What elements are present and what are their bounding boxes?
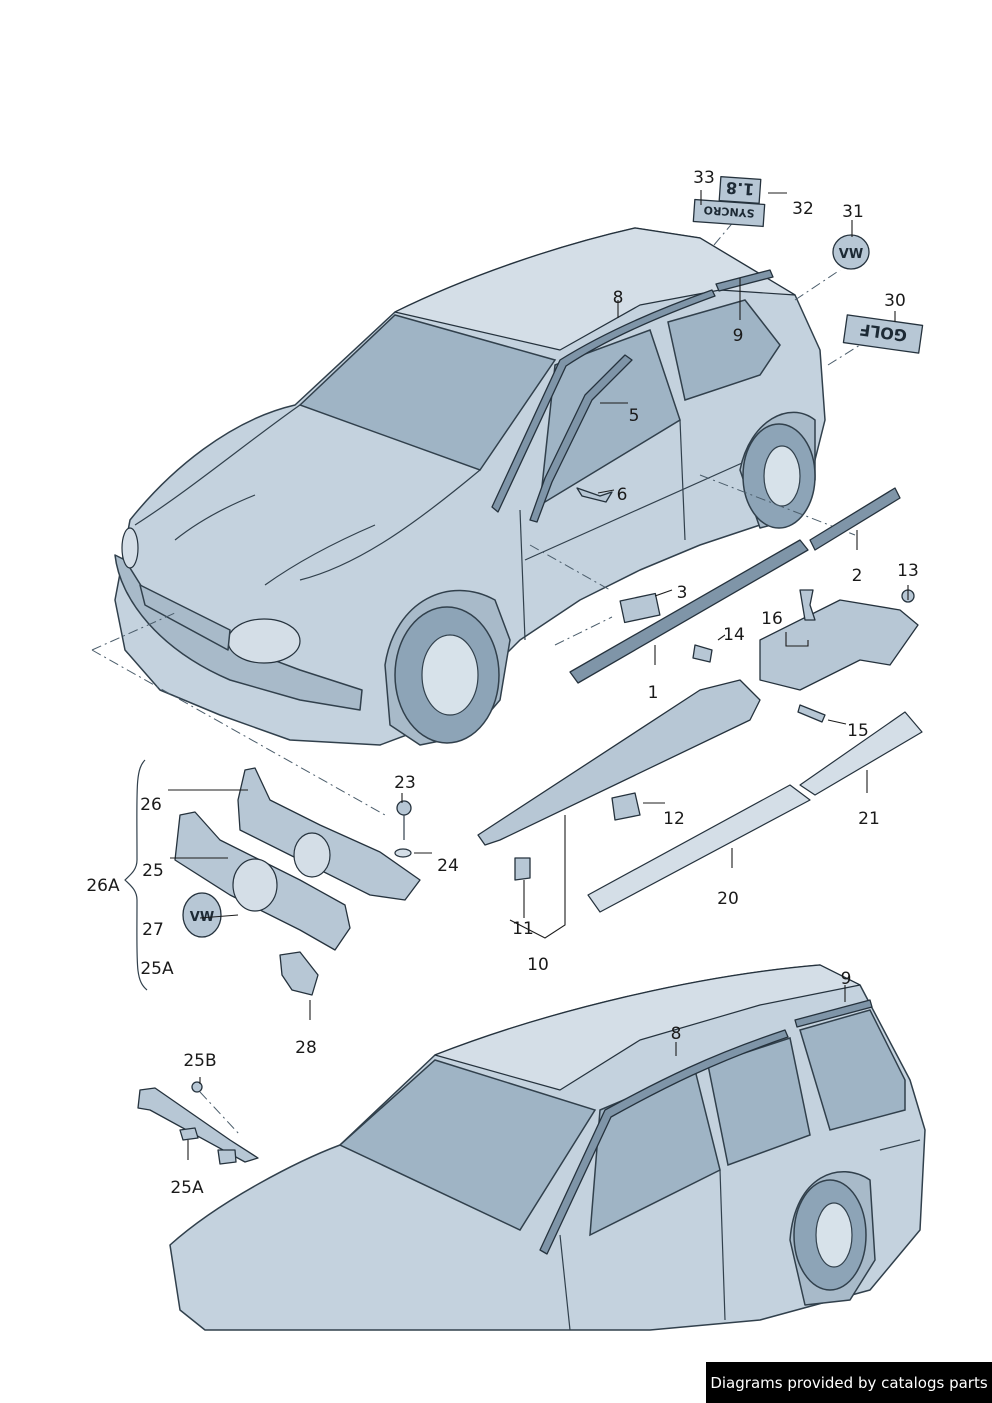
callout-25a-bracket: 25A [170, 1178, 204, 1198]
callout-11: 11 [512, 919, 534, 939]
grille-bracket-25a [137, 1081, 259, 1165]
callout-10: 10 [527, 955, 549, 975]
callout-9-bottom: 9 [841, 969, 852, 989]
callout-13: 13 [897, 561, 919, 581]
callout-23: 23 [394, 773, 416, 793]
callout-25: 25 [142, 861, 164, 881]
side-mouldings [569, 487, 901, 684]
svg-text:VW: VW [839, 247, 863, 262]
svg-text:1.8: 1.8 [725, 178, 755, 199]
svg-text:SYNCRO: SYNCRO [703, 203, 755, 220]
callout-20: 20 [717, 889, 739, 909]
callout-26a: 26A [86, 876, 120, 896]
callout-5: 5 [629, 406, 640, 426]
displacement-badge: 1.8 [718, 175, 762, 205]
rear-badges: 1.8 SYNCRO VW GOLF [692, 175, 924, 354]
catalog-watermark: Diagrams provided by catalogs parts [706, 1362, 992, 1403]
vw-front-logo: VW [182, 892, 222, 938]
estate-car-illustration [169, 964, 926, 1331]
leader-lines [168, 190, 909, 1160]
callout-28: 28 [295, 1038, 317, 1058]
callout-8-bottom: 8 [671, 1024, 682, 1044]
syncro-badge: SYNCRO [692, 198, 766, 228]
grille-assembly: VW [124, 759, 421, 996]
callout-33: 33 [693, 168, 715, 188]
callout-21: 21 [858, 809, 880, 829]
callout-12: 12 [663, 809, 685, 829]
hatchback-car-illustration [91, 219, 861, 816]
callout-25b: 25B [183, 1051, 216, 1071]
callout-31: 31 [842, 202, 864, 222]
callout-9-top: 9 [733, 326, 744, 346]
callout-27: 27 [142, 920, 164, 940]
callout-32: 32 [792, 199, 814, 219]
callout-1: 1 [648, 683, 659, 703]
callout-3: 3 [677, 583, 688, 603]
golf-badge: GOLF [842, 314, 924, 354]
callout-15: 15 [847, 721, 869, 741]
callout-25a-grille: 25A [140, 959, 174, 979]
callout-6: 6 [617, 485, 628, 505]
callout-26: 26 [140, 795, 162, 815]
sill-panel-parts [477, 589, 923, 913]
callout-24: 24 [437, 856, 459, 876]
callout-8-top: 8 [613, 288, 624, 308]
callout-14: 14 [723, 625, 745, 645]
callout-numbers: 1 2 3 5 6 8 9 10 11 12 13 14 15 16 20 21… [86, 168, 918, 1198]
callout-2: 2 [852, 566, 863, 586]
callout-30: 30 [884, 291, 906, 311]
callout-16: 16 [761, 609, 783, 629]
vw-rear-logo: VW [832, 234, 870, 270]
